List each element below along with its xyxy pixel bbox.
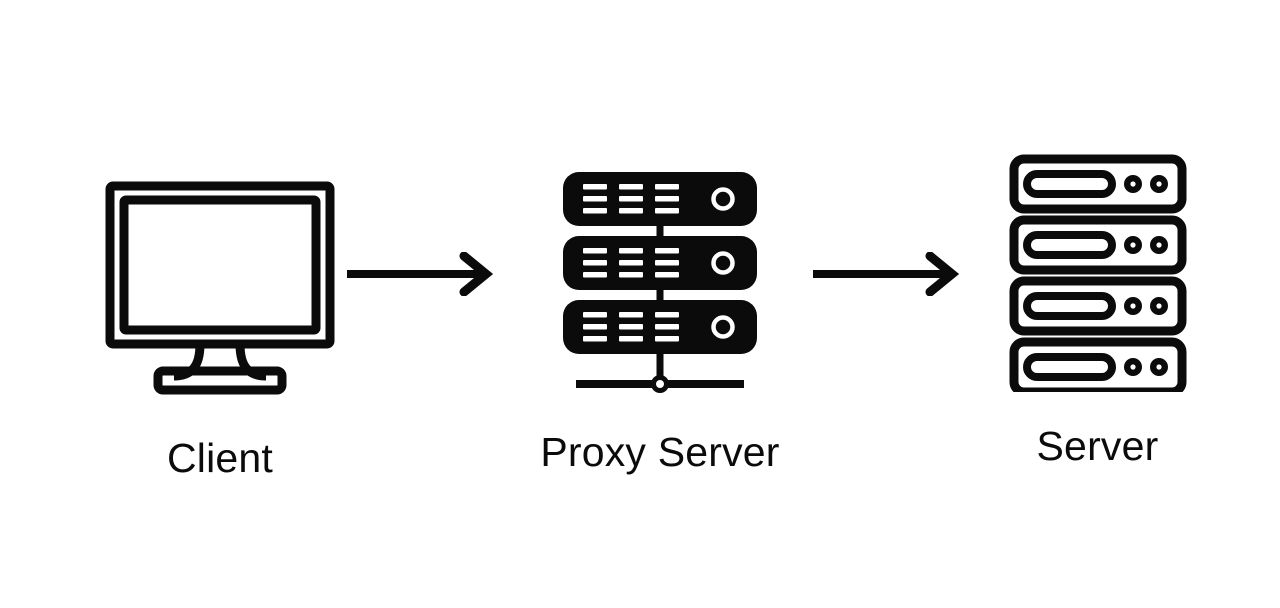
diagram-node-client: Client: [60, 180, 380, 479]
node-label-client: Client: [166, 435, 274, 481]
server-rack-network-icon: [560, 166, 760, 398]
arrow-proxy-to-server: [810, 251, 962, 297]
node-label-server: Server: [1036, 423, 1159, 469]
server-stack-icon: [1009, 154, 1187, 397]
diagram-node-server: Server: [975, 154, 1220, 467]
diagram-node-proxy-server: Proxy Server: [505, 166, 815, 473]
monitor-icon: [104, 180, 336, 396]
node-label-proxy-server: Proxy Server: [540, 429, 780, 475]
arrow-client-to-proxy: [344, 251, 496, 297]
